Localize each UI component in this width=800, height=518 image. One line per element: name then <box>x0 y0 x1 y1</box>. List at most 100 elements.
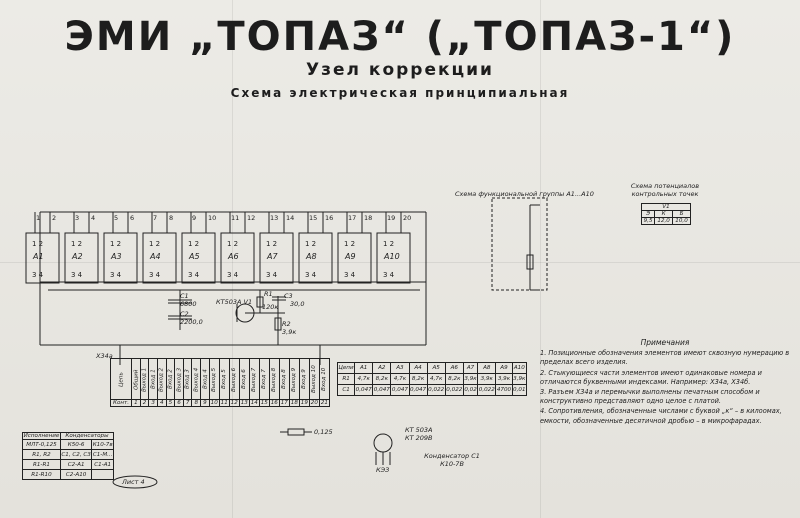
connector-cell: 19 <box>298 399 310 407</box>
pin-number: 6 <box>130 214 134 222</box>
connector-cell: Выход 7 <box>249 358 260 400</box>
module-box <box>64 232 99 284</box>
connector-cell: 2 <box>139 399 150 407</box>
legend-header: Исполнение <box>22 432 61 440</box>
module-box <box>181 232 216 284</box>
connector-cell: Вход 2 <box>166 358 175 400</box>
pin-number: 11 <box>231 214 239 222</box>
connector-cell: Вход 7 <box>259 358 270 400</box>
control-ref: V1 <box>641 203 691 211</box>
module-name: А2 <box>71 252 83 261</box>
module-pins-top: 1 2 <box>266 240 277 248</box>
notes-title: Примечания <box>640 338 690 347</box>
connector-cell: 21 <box>318 399 331 407</box>
values-cell: 4,7к <box>390 373 410 385</box>
module-pins-bottom: 3 4 <box>32 271 44 279</box>
connector-cell: 13 <box>238 399 250 407</box>
r1-label: R1 <box>264 290 273 298</box>
module-pins-top: 1 2 <box>71 240 82 248</box>
legend-cell: С1-А1 <box>91 459 114 470</box>
legend-cell: С2-А1 <box>59 459 93 470</box>
values-cell: 0,022 <box>477 384 497 396</box>
control-header: К <box>654 210 674 218</box>
values-cell: С1 <box>336 384 356 396</box>
pin-number: 19 <box>387 214 395 222</box>
module-box <box>220 232 255 284</box>
values-cell: 8,2к <box>408 373 428 385</box>
c1-value: 6800 <box>180 300 197 308</box>
c2-label: С2 <box>180 310 189 318</box>
legend-header: Конденсаторы <box>59 432 115 440</box>
module-box <box>337 232 372 284</box>
module-name: А10 <box>383 252 400 261</box>
values-cell: А5 <box>426 362 446 374</box>
module-box <box>103 232 138 284</box>
legend-cell: С1-М... <box>91 449 114 460</box>
module-box <box>259 232 294 284</box>
connector-cell: Выход 6 <box>229 358 240 400</box>
module-pins-bottom: 3 4 <box>227 271 239 279</box>
legend-cell: R1-R1 <box>22 459 61 470</box>
note-item: 1. Позиционные обозначения элементов име… <box>540 349 790 367</box>
connector-cell: 4 <box>156 399 167 407</box>
module-box <box>298 232 333 284</box>
module-pins-bottom: 3 4 <box>71 271 83 279</box>
module-box <box>376 232 411 284</box>
module-pins-top: 1 2 <box>149 240 160 248</box>
connector-cell: Вход 9 <box>299 358 310 400</box>
kt503a-label: КТ 503А <box>405 426 433 434</box>
connector-cell: Выход 8 <box>269 358 280 400</box>
connector-cell: Выход 9 <box>289 358 300 400</box>
connector-cell: Общий <box>131 358 141 400</box>
connector-cell: Вход 6 <box>239 358 250 400</box>
connector-cell: Цепь <box>110 358 132 400</box>
values-cell: А8 <box>477 362 497 374</box>
r2-value: 3,9к <box>282 328 297 336</box>
pin-number: 13 <box>270 214 278 222</box>
r1-value: 120к <box>262 303 279 311</box>
pin-number: 12 <box>247 214 255 222</box>
control-header: Б <box>672 210 691 218</box>
values-cell: А4 <box>408 362 428 374</box>
connector-cell: 9 <box>200 399 210 407</box>
pin-number: 1 <box>36 214 40 222</box>
connector-cell: Вход 8 <box>279 358 290 400</box>
connector-cell: Выход 2 <box>157 358 167 400</box>
connector-cell: 20 <box>308 399 320 407</box>
c2-value: 2200,0 <box>180 318 203 326</box>
kt209v-label: КТ 209В <box>405 434 433 442</box>
module-pins-top: 1 2 <box>110 240 121 248</box>
connector-cell: 12 <box>228 399 240 407</box>
note-item: 3. Разъем Х34а и перемычки выполнены печ… <box>540 388 760 406</box>
pin-number: 10 <box>208 214 216 222</box>
connector-cell: 7 <box>182 399 193 407</box>
module-pins-bottom: 3 4 <box>188 271 200 279</box>
module-pins-top: 1 2 <box>32 240 43 248</box>
connector-cell: Выход 5 <box>209 358 220 400</box>
notes-block: Примечания 1. Позиционные обозначения эл… <box>540 338 790 427</box>
module-name: А9 <box>344 252 356 261</box>
sheet-label: Лист 4 <box>122 478 145 486</box>
module-name: А3 <box>110 252 122 261</box>
values-cell: 3,9к <box>495 373 513 385</box>
legend-cell: С2-А10 <box>59 469 93 480</box>
module-name: А7 <box>266 252 278 261</box>
connector-cell: 16 <box>268 399 280 407</box>
pin-number: 18 <box>364 214 372 222</box>
connector-cell: Вход 5 <box>219 358 230 400</box>
c3-label: С3 <box>284 292 293 300</box>
connector-cell: Выход 4 <box>191 358 201 400</box>
connector-cell: 14 <box>248 399 260 407</box>
connector-cell: 15 <box>258 399 270 407</box>
page-title: ЭМИ „ТОПАЗ“ („ТОПАЗ-1“) <box>64 14 736 60</box>
values-cell: 4700 <box>495 384 513 396</box>
pin-number: 5 <box>114 214 118 222</box>
pin-number: 17 <box>348 214 356 222</box>
values-cell: 3,9к <box>511 373 528 385</box>
